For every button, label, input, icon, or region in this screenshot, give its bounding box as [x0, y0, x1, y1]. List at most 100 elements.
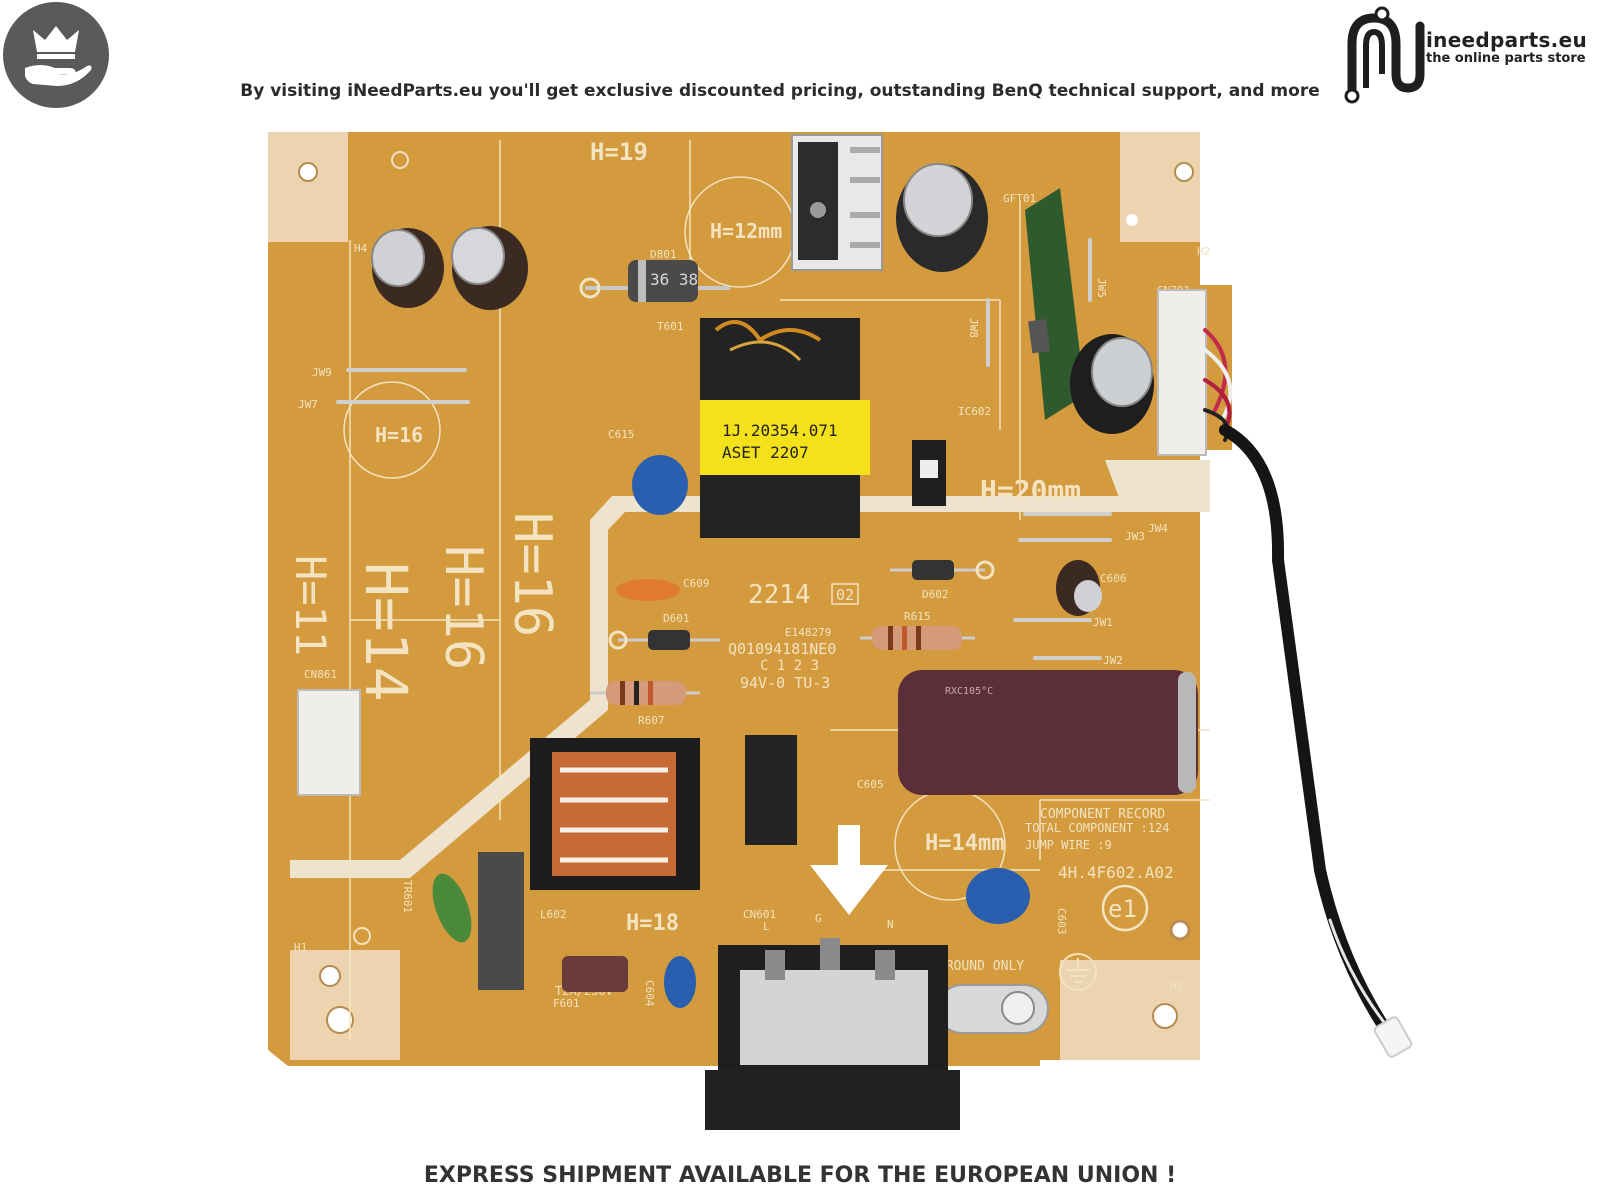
silk-h14: H=14 — [352, 562, 420, 702]
silk-jw4: JW4 — [1148, 522, 1168, 535]
silk-fuse-ref: F601 — [553, 997, 580, 1010]
capacitor-bulk-text: RXC105°C — [945, 686, 993, 697]
silk-pin-n: N — [887, 918, 894, 931]
silk-h16b: H=16 — [433, 545, 493, 670]
silk-jw3: JW3 — [1125, 530, 1145, 543]
silk-c603: C603 — [1055, 908, 1068, 935]
silk-h18: H=18 — [626, 911, 679, 936]
silk-d601: D601 — [663, 612, 690, 625]
silk-date-box: 02 — [836, 586, 854, 604]
silk-h3: H3 — [1170, 980, 1183, 993]
isolation-slot — [290, 496, 1210, 878]
diode-d801: 36 38 — [579, 260, 730, 302]
silk-h2: H2 — [1197, 245, 1210, 258]
silk-h12mm: H=12mm — [710, 219, 782, 243]
shop-logo[interactable] — [3, 2, 109, 108]
connector-cn701 — [1157, 289, 1207, 456]
silk-h4: H4 — [354, 242, 368, 255]
silk-cn601: CN601 — [743, 908, 776, 921]
optocoupler-ic602 — [912, 440, 946, 506]
silk-record-title: COMPONENT RECORD — [1040, 807, 1165, 822]
silk-part-number: Q01094181NE0 — [728, 640, 836, 658]
arrow-down-icon — [810, 825, 888, 915]
silk-h11: H=11 — [286, 555, 335, 656]
silk-ul-number: E148279 — [785, 626, 831, 639]
varistor-tr601 — [432, 873, 472, 943]
silk-h16a: H=16 — [375, 423, 423, 447]
diode-d601 — [608, 630, 720, 650]
transformer-label-1: 1J.20354.071 — [722, 421, 838, 440]
silk-e1: e1 — [1108, 895, 1137, 923]
silk-pin-l: L — [763, 920, 770, 933]
silk-jw8: JW8 — [967, 318, 980, 338]
ineedparts-logo-icon — [1344, 6, 1425, 104]
silk-jw7: JW7 — [298, 398, 318, 411]
bridge-rectifier — [745, 735, 797, 845]
silk-h1: H1 — [294, 941, 307, 954]
silk-jw9: JW9 — [312, 366, 332, 379]
pcb-board — [268, 132, 1232, 1066]
heatsink — [791, 134, 883, 271]
silk-l602: L602 — [540, 908, 567, 921]
silk-ic602: IC602 — [958, 405, 991, 418]
brand-text: ineedparts.eu the online parts store — [1426, 30, 1587, 65]
transformer-t601: 1J.20354.071 ASET 2207 — [700, 318, 870, 538]
choke-l602 — [530, 738, 700, 890]
mount-pad-bottom-left — [290, 950, 400, 1060]
capacitor-pair-top-left — [371, 226, 528, 310]
capacitor-c615 — [632, 455, 688, 515]
silk-c615: C615 — [608, 428, 635, 441]
capacitor-c606 — [1056, 560, 1102, 616]
silk-jw5: JW5 — [1095, 278, 1108, 298]
capacitor-top-center — [896, 163, 988, 272]
wire-harness — [1203, 328, 1413, 1058]
diode-marking: 36 38 — [650, 270, 698, 289]
brand-tagline: the online parts store — [1426, 51, 1586, 66]
silk-cert-boxes: C 1 2 3 — [760, 658, 819, 674]
silk-jw1: JW1 — [1093, 616, 1113, 629]
silk-d801: D801 — [650, 248, 677, 261]
capacitor-right — [1070, 334, 1154, 434]
silk-tr601: TR601 — [401, 880, 414, 913]
silk-h19: H=19 — [590, 138, 648, 166]
fuse-f601 — [562, 956, 628, 992]
green-daughterboard — [1025, 188, 1085, 420]
crown-hand-logo-icon — [25, 26, 92, 86]
ac-inlet-cn601 — [705, 938, 1049, 1130]
silk-rating: 94V-0 TU-3 — [740, 674, 830, 692]
silk-h14mm: H=14mm — [925, 831, 1004, 856]
silk-t601: T601 — [657, 320, 684, 333]
silk-h16c: H=16 — [502, 512, 562, 637]
silk-r607: R607 — [638, 714, 665, 727]
capacitor-bulk: RXC105°C — [898, 670, 1198, 795]
resistor-r615 — [860, 626, 975, 650]
silk-gft01: GFT01 — [1003, 192, 1036, 205]
capacitor-c604 — [664, 956, 696, 1008]
brand-name: ineedparts.eu — [1426, 28, 1587, 52]
silk-r615: R615 — [904, 610, 931, 623]
silk-c606: C606 — [1100, 572, 1127, 585]
x-capacitor — [478, 852, 524, 990]
transformer-label-2: ASET 2207 — [722, 443, 809, 462]
silk-record-total: TOTAL COMPONENT :124 — [1025, 821, 1170, 835]
capacitor-c609 — [616, 579, 680, 601]
silk-date-code: 2214 — [748, 580, 811, 610]
ineedparts-logo[interactable] — [1342, 4, 1592, 104]
silk-record-jump: JUMP WIRE :9 — [1025, 838, 1112, 852]
connector-cn861 — [297, 689, 361, 796]
silk-pin-g: G — [815, 912, 822, 925]
promo-tagline: By visiting iNeedParts.eu you'll get exc… — [240, 81, 1320, 101]
silk-h20mm: H=20mm — [980, 474, 1081, 507]
silk-c604: C604 — [643, 980, 656, 1007]
mount-pad-top-left — [268, 132, 348, 242]
resistor-r607 — [590, 681, 700, 705]
diode-d602 — [890, 560, 995, 580]
silk-cn861: CN861 — [304, 668, 337, 681]
shipping-banner: EXPRESS SHIPMENT AVAILABLE FOR THE EUROP… — [423, 1163, 1177, 1188]
silk-jw2: JW2 — [1103, 654, 1123, 667]
capacitor-c603 — [966, 868, 1030, 924]
ground-symbol-icon — [1059, 953, 1097, 991]
silk-ground-only: GROUND ONLY — [938, 959, 1024, 974]
silk-d602: D602 — [922, 588, 949, 601]
